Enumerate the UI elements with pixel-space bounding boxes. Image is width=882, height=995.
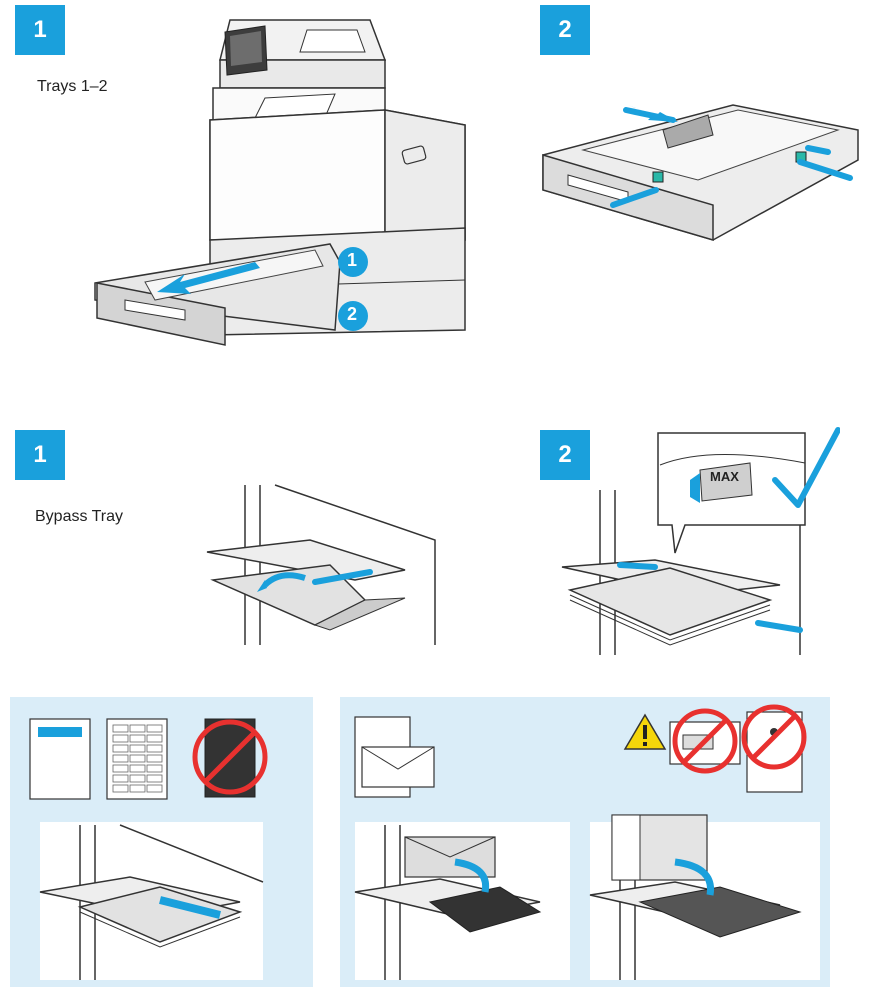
callout-2: 2 bbox=[347, 304, 357, 325]
max-label: MAX bbox=[710, 469, 739, 484]
envelopes-panel bbox=[340, 697, 830, 987]
paper-tray-icon bbox=[538, 90, 863, 245]
bypass-step-1-badge: 1 bbox=[15, 430, 65, 480]
callout-1: 1 bbox=[347, 250, 357, 271]
bypass-load-illustration: MAX bbox=[560, 425, 840, 655]
tray-guides-illustration bbox=[538, 90, 863, 245]
bypass-open-illustration bbox=[205, 480, 440, 650]
bypass-caption: Bypass Tray bbox=[35, 508, 123, 526]
step-1-badge: 1 bbox=[15, 5, 65, 55]
paper-types-panel bbox=[10, 697, 313, 987]
printer-icon bbox=[85, 0, 475, 360]
printer-illustration: 1 2 bbox=[85, 0, 475, 360]
step-2-badge: 2 bbox=[540, 5, 590, 55]
